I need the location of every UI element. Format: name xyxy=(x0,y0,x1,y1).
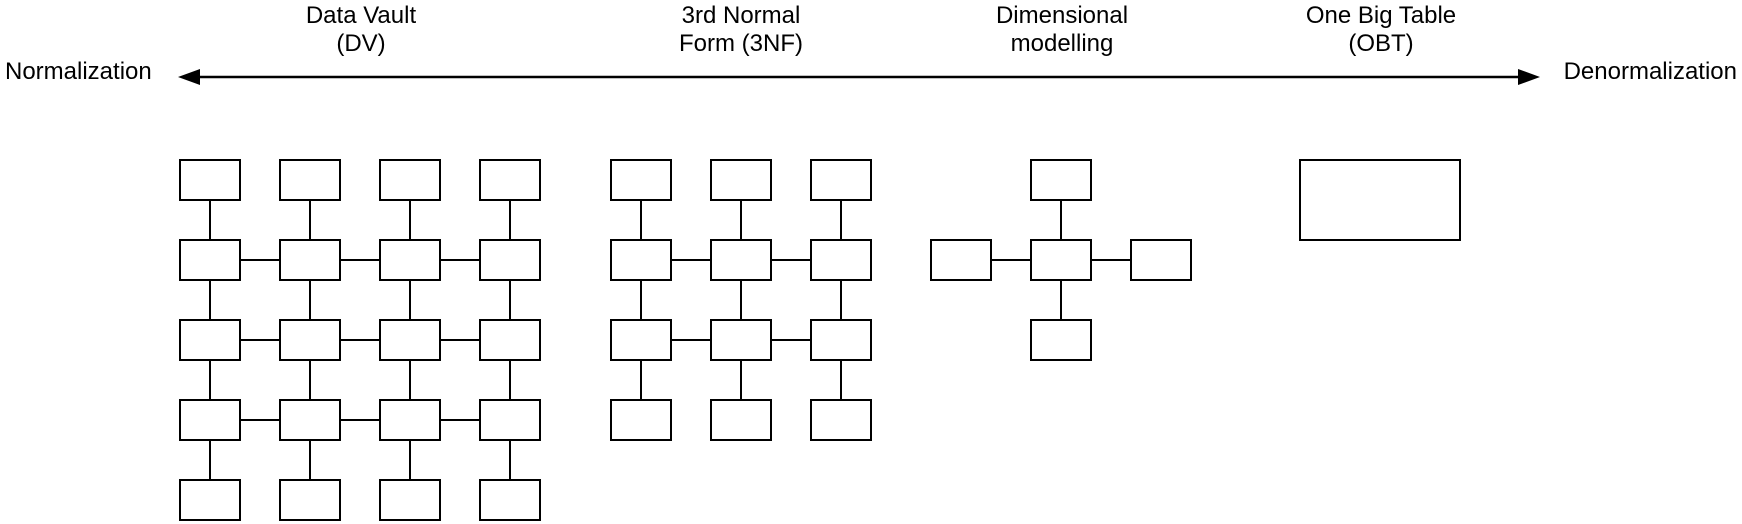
one-big-table-label-line2: (OBT) xyxy=(1348,30,1414,57)
data-vault-table-box xyxy=(379,399,441,441)
data-vault-table-box xyxy=(179,319,241,361)
third-normal-form-table-box xyxy=(710,239,772,281)
third-normal-form-table-box xyxy=(810,239,872,281)
third-normal-form-label: 3rd Normal Form (3NF) xyxy=(591,2,891,58)
data-vault-table-box xyxy=(179,399,241,441)
normalization-label: Normalization xyxy=(5,58,152,85)
data-vault-table-box xyxy=(479,399,541,441)
third-normal-form-table-box xyxy=(610,239,672,281)
data-vault-table-box xyxy=(379,159,441,201)
data-vault-table-box xyxy=(279,319,341,361)
third-normal-form-table-box xyxy=(710,399,772,441)
third-normal-form-label-line2: Form (3NF) xyxy=(679,30,803,57)
arrowhead-left-icon xyxy=(178,69,200,85)
third-normal-form-table-box xyxy=(610,159,672,201)
data-vault-label: Data Vault (DV) xyxy=(211,2,511,58)
data-vault-label-line2: (DV) xyxy=(336,30,386,57)
data-vault-table-box xyxy=(479,319,541,361)
data-vault-table-box xyxy=(479,479,541,521)
one-big-table-label-line1: One Big Table xyxy=(1305,2,1457,29)
third-normal-form-table-box xyxy=(810,319,872,361)
data-vault-table-box xyxy=(279,239,341,281)
denormalization-label: Denormalization xyxy=(1563,58,1737,85)
third-normal-form-label-line1: 3rd Normal xyxy=(681,2,801,29)
third-normal-form-table-box xyxy=(710,319,772,361)
data-vault-table-box xyxy=(279,159,341,201)
dimensional-modelling-label-line2: modelling xyxy=(1010,30,1114,57)
dimension-table-box xyxy=(1130,239,1192,281)
third-normal-form-table-box xyxy=(610,319,672,361)
dimension-table-box xyxy=(1030,319,1092,361)
data-vault-table-box xyxy=(379,319,441,361)
data-vault-label-line1: Data Vault xyxy=(305,2,417,29)
dimension-table-box xyxy=(930,239,992,281)
data-vault-table-box xyxy=(179,159,241,201)
dimensional-modelling-label-line1: Dimensional xyxy=(995,2,1129,29)
data-vault-table-box xyxy=(379,479,441,521)
data-vault-table-box xyxy=(279,479,341,521)
data-vault-table-box xyxy=(279,399,341,441)
one-big-table-label: One Big Table (OBT) xyxy=(1231,2,1531,58)
third-normal-form-table-box xyxy=(610,399,672,441)
fact-table-box xyxy=(1030,239,1092,281)
data-vault-table-box xyxy=(479,159,541,201)
data-vault-table-box xyxy=(179,239,241,281)
third-normal-form-table-box xyxy=(810,399,872,441)
arrowhead-right-icon xyxy=(1518,69,1540,85)
one-big-table-box xyxy=(1299,159,1461,241)
data-vault-table-box xyxy=(179,479,241,521)
data-vault-table-box xyxy=(479,239,541,281)
dimensional-modelling-label: Dimensional modelling xyxy=(912,2,1212,58)
dimension-table-box xyxy=(1030,159,1092,201)
third-normal-form-table-box xyxy=(810,159,872,201)
data-vault-table-box xyxy=(379,239,441,281)
third-normal-form-table-box xyxy=(710,159,772,201)
